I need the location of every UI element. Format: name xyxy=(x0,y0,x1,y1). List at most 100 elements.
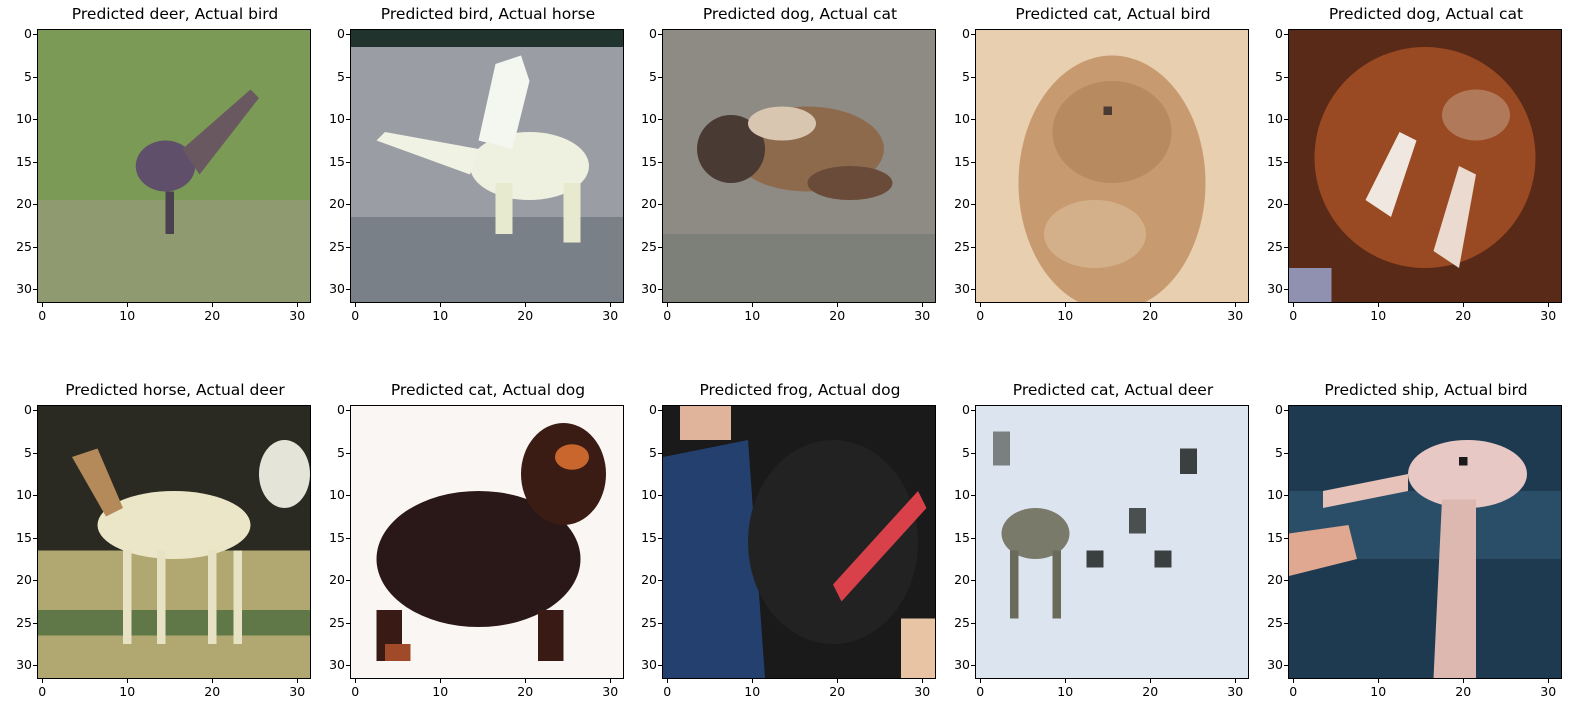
y-tick-mark xyxy=(658,410,662,412)
y-tick-label: 30 xyxy=(954,657,970,673)
y-tick-label: 30 xyxy=(641,281,657,297)
y-tick-label: 15 xyxy=(954,153,970,169)
sample-image xyxy=(662,29,936,303)
y-tick-label: 5 xyxy=(962,444,970,460)
panel-title: Predicted ship, Actual bird xyxy=(1324,381,1528,399)
x-tick-label: 10 xyxy=(744,308,761,323)
y-tick-mark xyxy=(971,452,975,454)
sample-image xyxy=(662,405,936,679)
y-tick-label: 0 xyxy=(962,402,970,418)
y-tick-mark xyxy=(346,495,350,497)
y-tick-mark xyxy=(971,289,975,291)
panel-title: Predicted cat, Actual bird xyxy=(1015,5,1211,23)
y-tick-label: 20 xyxy=(641,196,657,212)
y-tick-label: 5 xyxy=(649,68,657,84)
x-tick-mark xyxy=(1293,679,1295,683)
x-tick-label: 20 xyxy=(829,684,846,699)
x-tick-mark xyxy=(1463,679,1465,683)
y-tick-mark xyxy=(346,537,350,539)
x-tick-mark xyxy=(1150,303,1152,307)
x-tick-mark xyxy=(440,679,442,683)
y-tick-mark xyxy=(346,161,350,163)
y-tick-label: 30 xyxy=(329,281,345,297)
y-tick-mark xyxy=(1284,204,1288,206)
y-tick-mark xyxy=(33,495,37,497)
x-tick-mark xyxy=(837,303,839,307)
y-tick-mark xyxy=(33,76,37,78)
y-tick-mark xyxy=(1284,119,1288,121)
y-tick-label: 5 xyxy=(962,68,970,84)
y-tick-mark xyxy=(1284,537,1288,539)
x-tick-label: 0 xyxy=(351,684,360,699)
x-tick-label: 30 xyxy=(1227,684,1244,699)
x-tick-mark xyxy=(1150,679,1152,683)
y-tick-label: 0 xyxy=(24,402,32,418)
y-tick-label: 30 xyxy=(1267,281,1283,297)
y-tick-mark xyxy=(971,580,975,582)
y-tick-label: 20 xyxy=(16,196,32,212)
sample-image-pixels xyxy=(38,406,310,678)
y-tick-label: 10 xyxy=(641,111,657,127)
x-tick-mark xyxy=(440,303,442,307)
y-tick-label: 20 xyxy=(954,196,970,212)
y-tick-label: 25 xyxy=(954,238,970,254)
y-tick-mark xyxy=(346,410,350,412)
y-tick-label: 25 xyxy=(329,614,345,630)
y-tick-mark xyxy=(1284,665,1288,667)
y-tick-label: 10 xyxy=(641,487,657,503)
sample-image xyxy=(975,29,1249,303)
y-tick-label: 15 xyxy=(16,529,32,545)
x-tick-mark xyxy=(667,679,669,683)
x-tick-label: 0 xyxy=(976,684,985,699)
y-tick-label: 0 xyxy=(24,26,32,42)
x-tick-mark xyxy=(212,303,214,307)
x-tick-label: 10 xyxy=(744,684,761,699)
x-tick-mark xyxy=(127,679,129,683)
y-tick-mark xyxy=(1284,580,1288,582)
y-tick-label: 0 xyxy=(1275,402,1283,418)
y-tick-mark xyxy=(658,76,662,78)
sample-image xyxy=(1288,29,1562,303)
x-tick-label: 0 xyxy=(351,308,360,323)
y-tick-mark xyxy=(33,580,37,582)
x-tick-mark xyxy=(1548,679,1550,683)
panel-title: Predicted dog, Actual cat xyxy=(1328,5,1524,23)
x-tick-mark xyxy=(42,303,44,307)
y-tick-label: 0 xyxy=(337,402,345,418)
y-tick-label: 25 xyxy=(1267,614,1283,630)
panel-title: Predicted cat, Actual dog xyxy=(390,381,586,399)
x-tick-mark xyxy=(1548,303,1550,307)
y-tick-label: 30 xyxy=(16,281,32,297)
x-tick-label: 0 xyxy=(38,684,47,699)
y-tick-mark xyxy=(33,289,37,291)
x-tick-label: 30 xyxy=(1540,684,1557,699)
y-tick-mark xyxy=(1284,76,1288,78)
y-tick-mark xyxy=(1284,622,1288,624)
sample-image xyxy=(975,405,1249,679)
y-tick-label: 20 xyxy=(329,572,345,588)
x-tick-label: 0 xyxy=(663,308,672,323)
sample-image-pixels xyxy=(351,30,623,302)
x-tick-mark xyxy=(127,303,129,307)
x-tick-label: 0 xyxy=(976,308,985,323)
x-tick-mark xyxy=(1065,303,1067,307)
x-tick-label: 30 xyxy=(914,308,931,323)
y-tick-label: 25 xyxy=(1267,238,1283,254)
y-tick-mark xyxy=(971,34,975,36)
x-tick-label: 20 xyxy=(1142,684,1159,699)
x-tick-label: 30 xyxy=(602,308,619,323)
y-tick-label: 5 xyxy=(1275,444,1283,460)
y-tick-label: 25 xyxy=(16,238,32,254)
y-tick-mark xyxy=(346,289,350,291)
x-tick-mark xyxy=(297,303,299,307)
y-tick-mark xyxy=(658,289,662,291)
y-tick-label: 10 xyxy=(954,111,970,127)
x-tick-label: 0 xyxy=(1289,308,1298,323)
y-tick-label: 15 xyxy=(1267,529,1283,545)
y-tick-mark xyxy=(971,665,975,667)
y-tick-label: 15 xyxy=(954,529,970,545)
y-tick-label: 10 xyxy=(1267,111,1283,127)
x-tick-mark xyxy=(610,303,612,307)
x-tick-label: 20 xyxy=(1455,684,1472,699)
